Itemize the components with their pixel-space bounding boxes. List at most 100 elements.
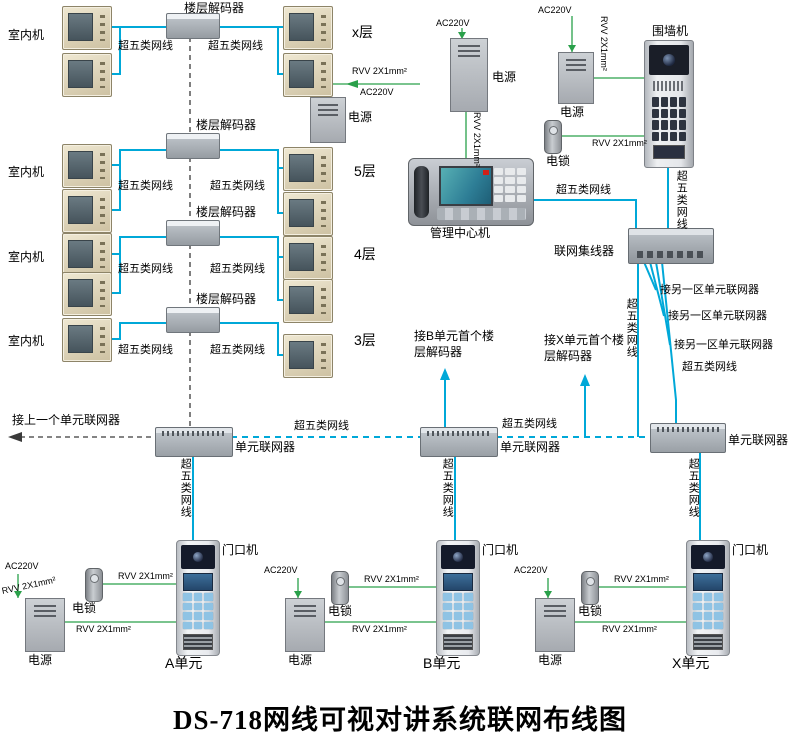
indoor-monitor: [283, 147, 333, 191]
label-ac220v: AC220V: [5, 561, 39, 571]
label-rvv: RVV 2X1mm²: [598, 16, 609, 71]
label-lock: 电锁: [578, 604, 603, 618]
label-indoor-unit: 室内机: [8, 334, 45, 348]
label-door-station: 门口机: [732, 543, 769, 557]
power-supply: [310, 97, 346, 143]
wire-hub-zone3: [655, 261, 671, 346]
label-lock: 电锁: [546, 154, 571, 168]
camera-lens-icon: [663, 54, 675, 66]
keypad: [693, 593, 723, 629]
monitor-screen: [68, 151, 93, 179]
label-wall-machine: 围墙机: [652, 24, 689, 38]
power-supply: [450, 38, 488, 112]
label-door-station: 门口机: [482, 543, 519, 557]
door-station-screen: [693, 573, 723, 591]
monitor-screen: [68, 240, 93, 268]
monitor-screen: [68, 60, 93, 88]
monitor-buttons: [321, 15, 326, 41]
label-cat5: 超五类网线: [179, 458, 192, 518]
label-unit-x: X单元: [672, 655, 710, 671]
monitor-screen: [68, 279, 93, 307]
camera-panel: [441, 545, 475, 569]
unit-networker-a: [155, 427, 233, 457]
monitor-screen: [68, 13, 93, 41]
label-lock: 电锁: [328, 604, 353, 618]
arrowhead-ac-x: [544, 591, 552, 598]
indoor-monitor: [283, 6, 333, 50]
label-indoor-unit: 室内机: [8, 28, 45, 42]
monitor-screen: [289, 154, 314, 182]
wire-cat5-xfloor-right: [277, 26, 283, 75]
wire-phone-hub: [532, 199, 637, 228]
label-cat5: 超五类网线: [210, 180, 265, 192]
electric-lock: [544, 120, 562, 154]
phone-base: [437, 208, 526, 220]
indoor-monitor: [62, 144, 112, 188]
label-cat5: 超五类网线: [210, 263, 265, 275]
label-ac220v: AC220V: [360, 87, 394, 97]
label-floor-decoder: 楼层解码器: [184, 1, 245, 15]
label-connect-other-zone: 接另一区单元联网器: [660, 284, 759, 296]
label-unit-networker: 单元联网器: [500, 440, 561, 454]
monitor-screen: [289, 60, 314, 88]
brand-logo: [483, 170, 489, 175]
monitor-buttons: [321, 62, 326, 88]
label-indoor-unit: 室内机: [8, 165, 45, 179]
label-cat5: 超五类网线: [625, 298, 638, 358]
floor-decoder: [166, 220, 220, 246]
label-connect-other-zone: 接另一区单元联网器: [674, 339, 773, 351]
keypad: [183, 593, 213, 629]
label-connect-prev-networker: 接上一个单元联网器: [12, 413, 121, 427]
label-floor-5: 5层: [354, 163, 376, 179]
label-cat5: 超五类网线: [118, 180, 173, 192]
label-rvv: RVV 2X1mm²: [118, 571, 173, 581]
indoor-monitor: [283, 192, 333, 236]
label-connect-b-first-decoder: 接B单元首个楼层解码器: [414, 329, 495, 359]
label-cat5: 超五类网线: [502, 418, 557, 430]
monitor-buttons: [100, 242, 105, 268]
monitor-buttons: [100, 153, 105, 179]
label-cat5: 超五类网线: [687, 458, 700, 518]
monitor-buttons: [321, 245, 326, 271]
phone-keypad: [494, 168, 526, 202]
label-unit-networker: 单元联网器: [235, 440, 296, 454]
network-hub: [628, 228, 714, 264]
monitor-buttons: [100, 15, 105, 41]
label-cat5: 超五类网线: [210, 344, 265, 356]
speaker-grill: [183, 634, 213, 650]
monitor-screen: [68, 196, 93, 224]
wire-cat5-xfloor-left: [110, 26, 121, 75]
floor-decoder: [166, 307, 220, 333]
indoor-monitor: [62, 272, 112, 316]
label-cat5: 超五类网线: [441, 458, 454, 518]
indoor-monitor: [283, 236, 333, 280]
label-ac220v: AC220V: [514, 565, 548, 575]
camera-panel: [181, 545, 215, 569]
floor-decoder: [166, 13, 220, 39]
keypad: [443, 593, 473, 629]
label-hub: 联网集线器: [554, 244, 615, 258]
camera-lens-icon: [703, 552, 713, 562]
power-supply: [25, 598, 65, 652]
monitor-screen: [289, 286, 314, 314]
wire-hub-zone2: [649, 261, 665, 317]
indoor-monitor: [62, 318, 112, 362]
indoor-monitor: [62, 189, 112, 233]
monitor-buttons: [321, 288, 326, 314]
power-supply: [558, 52, 594, 104]
label-power: 电源: [28, 653, 53, 667]
label-rvv: RVV 2X1mm²: [364, 574, 419, 584]
label-floor-decoder: 楼层解码器: [196, 205, 257, 219]
indoor-monitor: [62, 53, 112, 97]
speaker-grill: [653, 81, 685, 91]
monitor-screen: [289, 243, 314, 271]
indoor-monitor: [283, 334, 333, 378]
monitor-screen: [68, 325, 93, 353]
label-power: 电源: [538, 653, 563, 667]
monitor-buttons: [100, 281, 105, 307]
label-rvv: RVV 2X1mm²: [471, 112, 482, 167]
monitor-buttons: [100, 327, 105, 353]
indoor-monitor: [283, 279, 333, 323]
speaker-grill: [443, 634, 473, 650]
